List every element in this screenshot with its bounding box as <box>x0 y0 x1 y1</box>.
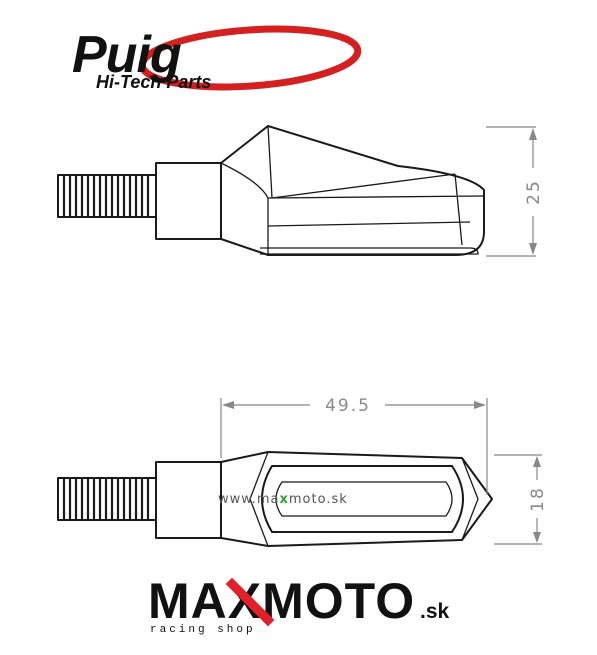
top-view-lens-inner <box>275 481 453 517</box>
side-view-facet-line <box>267 221 471 227</box>
watermark-url: www.maxmoto.sk <box>218 492 348 507</box>
top-view-bolt-threads <box>62 477 150 521</box>
dimension-label-height-top: 18 <box>528 486 548 512</box>
side-view-facet-line <box>267 195 485 199</box>
maxmoto-logo-x-slash <box>225 577 275 627</box>
dimension-label-height-side: 25 <box>524 179 544 205</box>
side-view-lens <box>260 247 479 255</box>
dimension-label-length: 49.5 <box>325 396 371 416</box>
side-view-drawing: 25 <box>57 125 544 257</box>
puig-logo-wordmark: Puig <box>72 26 181 84</box>
watermark-url-prefix: www. <box>218 492 257 507</box>
watermark-url-part1: ma <box>257 492 280 507</box>
puig-logo: Puig Hi-Tech Parts <box>72 25 362 92</box>
maxmoto-logo-domain: .sk <box>420 600 450 623</box>
top-view-facet-line <box>249 451 269 547</box>
dimension-arrow <box>533 532 541 543</box>
top-view-collar <box>155 461 222 539</box>
top-view-lens-outer <box>261 465 464 533</box>
side-view-housing <box>220 125 485 256</box>
puig-logo-swoosh <box>138 25 362 91</box>
top-view-drawing: 49.5 18 <box>57 396 548 547</box>
side-view-collar <box>155 162 222 240</box>
dimension-arrow <box>529 128 537 140</box>
maxmoto-logo-part2: MOTO <box>262 573 415 629</box>
side-view-facet-line <box>271 173 456 199</box>
side-view-facet-line <box>454 173 463 246</box>
watermark-url-x: x <box>279 492 288 507</box>
dimension-arrow <box>529 243 537 255</box>
top-view-facet-line <box>461 457 479 541</box>
side-view-bolt-threads <box>62 174 150 218</box>
dimension-arrow <box>222 401 234 409</box>
dimension-arrow <box>474 401 486 409</box>
watermark-url-part2: moto.sk <box>289 492 348 507</box>
dimension-arrow <box>533 456 541 467</box>
maxmoto-logo-tagline: racing shop <box>150 624 256 636</box>
puig-logo-tagline: Hi-Tech Parts <box>96 72 211 92</box>
side-view-facet-line <box>220 162 269 255</box>
maxmoto-logo: MAXMOTO .sk racing shop <box>148 573 450 636</box>
side-view-facet-line <box>267 125 273 199</box>
top-view-housing <box>220 451 493 547</box>
maxmoto-logo-wordmark: MAXMOTO <box>148 573 415 629</box>
maxmoto-logo-part1: MAX <box>148 573 262 629</box>
